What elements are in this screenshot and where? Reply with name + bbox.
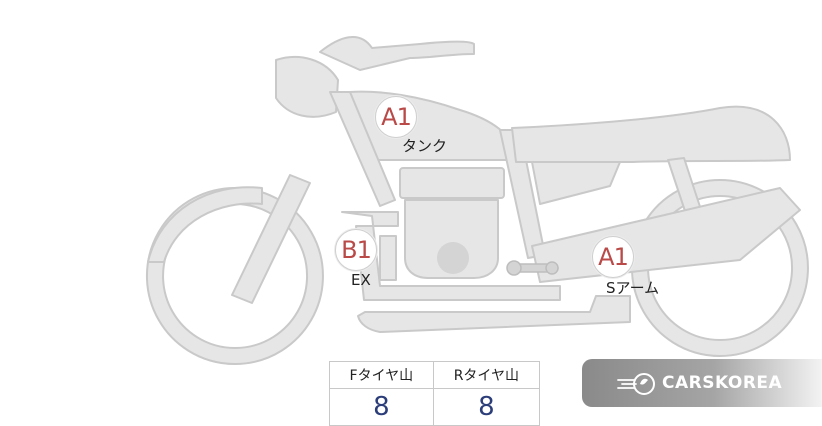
tire-tread-table: Fタイヤ山 Rタイヤ山 8 8 [329, 361, 541, 426]
brand-logo-banner: CARSKOREA [582, 359, 822, 407]
hotspot-badge-tank[interactable]: A1 [375, 96, 417, 138]
front-tire-value: 8 [329, 388, 434, 426]
hotspot-badge-exhaust[interactable]: B1 [335, 229, 377, 271]
side-cover [531, 161, 621, 205]
rear-tire-header: Rタイヤ山 [432, 361, 541, 389]
handlebar [319, 35, 475, 71]
rear-tire-value: 8 [432, 388, 541, 426]
hotspot-label-tank: タンク [402, 137, 448, 155]
front-fork [231, 174, 311, 304]
hotspot-label-swingarm: Sアーム [606, 279, 660, 297]
front-wheel [145, 187, 324, 365]
hotspot-badge-swingarm[interactable]: A1 [592, 236, 634, 278]
flame-logo-icon [617, 373, 655, 395]
seat [511, 105, 791, 163]
engine-block [404, 199, 499, 279]
headlight [275, 55, 339, 118]
front-tire-header: Fタイヤ山 [329, 361, 434, 389]
front-fender [147, 186, 263, 263]
frame [329, 91, 396, 207]
brand-name: CARSKOREA [662, 373, 783, 393]
engine-top [399, 167, 505, 199]
hotspot-label-exhaust: EX [351, 271, 371, 289]
